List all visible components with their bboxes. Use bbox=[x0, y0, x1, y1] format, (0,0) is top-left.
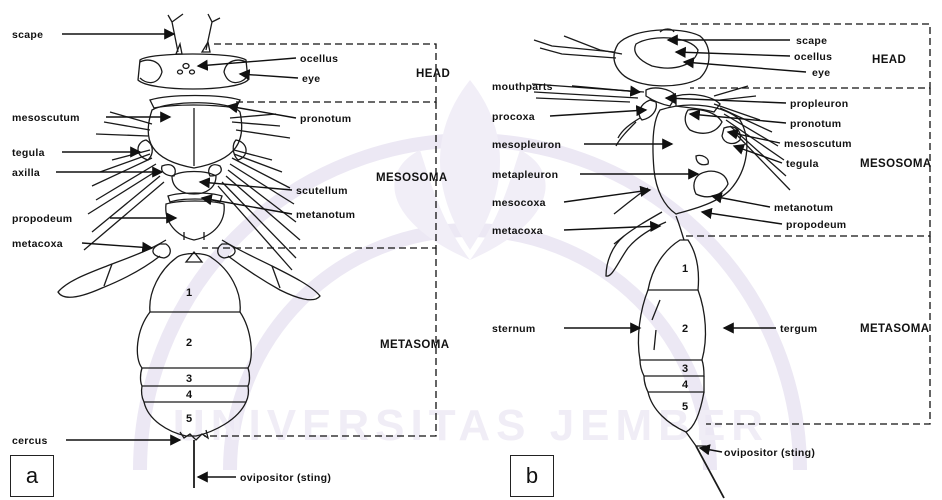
label-propleuron-b: propleuron bbox=[790, 98, 848, 110]
segment-2-a: 2 bbox=[186, 337, 192, 349]
panel-a-brackets bbox=[202, 44, 436, 436]
label-mouthparts-b: mouthparts bbox=[492, 81, 553, 93]
segment-1-b: 1 bbox=[682, 263, 688, 275]
segment-4-a: 4 bbox=[186, 389, 193, 401]
segment-4-b: 4 bbox=[682, 379, 689, 391]
panel-b-drawing bbox=[532, 29, 790, 498]
label-eye-a: eye bbox=[302, 73, 320, 85]
label-cercus-a: cercus bbox=[12, 435, 48, 447]
label-mesoscutum-a: mesoscutum bbox=[12, 112, 80, 124]
label-ocellus-b: ocellus bbox=[794, 51, 832, 63]
label-eye-b: eye bbox=[812, 67, 830, 79]
label-mesopleuron-b: mesopleuron bbox=[492, 139, 561, 151]
label-sternum-b: sternum bbox=[492, 323, 536, 335]
section-mesosoma-b: MESOSOMA bbox=[860, 158, 932, 170]
label-metacoxa-b: metacoxa bbox=[492, 225, 543, 237]
label-propodeum-a: propodeum bbox=[12, 213, 72, 225]
label-metanotum-b: metanotum bbox=[774, 202, 833, 214]
label-metapleuron-b: metapleuron bbox=[492, 169, 558, 181]
section-head-a: HEAD bbox=[416, 68, 450, 80]
label-tegula-b: tegula bbox=[786, 158, 819, 170]
label-ocellus-a: ocellus bbox=[300, 53, 338, 65]
label-mesocoxa-b: mesocoxa bbox=[492, 197, 546, 209]
panel-tag-b: b bbox=[510, 455, 554, 497]
segment-3-a: 3 bbox=[186, 373, 192, 385]
section-head-b: HEAD bbox=[872, 54, 906, 66]
section-mesosoma-a: MESOSOMA bbox=[376, 172, 448, 184]
label-tergum-b: tergum bbox=[780, 323, 817, 335]
label-metanotum-a: metanotum bbox=[296, 209, 355, 221]
panel-a-leaders bbox=[56, 34, 298, 477]
label-procoxa-b: procoxa bbox=[492, 111, 535, 123]
label-pronotum-a: pronotum bbox=[300, 113, 351, 125]
label-mesoscutum-b: mesoscutum bbox=[784, 138, 852, 150]
panel-tag-a: a bbox=[10, 455, 54, 497]
segment-5-a: 5 bbox=[186, 413, 192, 425]
label-ovipositor-a: ovipositor (sting) bbox=[240, 472, 331, 484]
section-metasoma-b: METASOMA bbox=[860, 323, 929, 335]
label-metacoxa-a: metacoxa bbox=[12, 238, 63, 250]
label-ovipositor-b: ovipositor (sting) bbox=[724, 447, 815, 459]
section-metasoma-a: METASOMA bbox=[380, 339, 449, 351]
label-propodeum-b: propodeum bbox=[786, 219, 846, 231]
segment-2-b: 2 bbox=[682, 323, 688, 335]
label-scutellum-a: scutellum bbox=[296, 185, 348, 197]
label-scape-b: scape bbox=[796, 35, 827, 47]
segment-5-b: 5 bbox=[682, 401, 688, 413]
label-axilla-a: axilla bbox=[12, 167, 40, 179]
segment-3-b: 3 bbox=[682, 363, 688, 375]
label-scape-a: scape bbox=[12, 29, 43, 41]
label-tegula-a: tegula bbox=[12, 147, 45, 159]
panel-b-leaders bbox=[550, 40, 806, 452]
segment-1-a: 1 bbox=[186, 287, 192, 299]
label-pronotum-b: pronotum bbox=[790, 118, 841, 130]
